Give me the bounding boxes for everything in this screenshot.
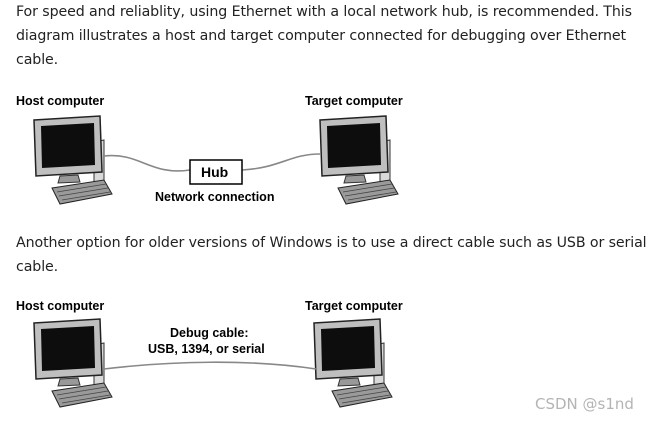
debug-cable-label-line1: Debug cable: bbox=[170, 326, 249, 340]
host-computer-label: Host computer bbox=[16, 94, 105, 108]
target-computer-icon-2 bbox=[313, 318, 393, 408]
target-computer-label-2: Target computer bbox=[305, 299, 403, 313]
debug-cable bbox=[103, 361, 317, 370]
hub-to-target-cable bbox=[241, 153, 321, 171]
target-computer-label: Target computer bbox=[305, 94, 403, 108]
direct-cable-diagram bbox=[33, 318, 393, 408]
intro-paragraph: For speed and reliablity, using Ethernet… bbox=[16, 4, 632, 68]
hub-label: Hub bbox=[201, 164, 229, 180]
network-connection-label: Network connection bbox=[155, 190, 275, 204]
host-computer-icon-2 bbox=[33, 318, 113, 408]
host-to-hub-cable bbox=[103, 154, 191, 172]
host-computer-label-2: Host computer bbox=[16, 299, 105, 313]
csdn-watermark: CSDN @s1nd bbox=[535, 395, 634, 413]
host-computer-icon bbox=[33, 115, 113, 205]
hub-box bbox=[189, 159, 243, 185]
direct-cable-paragraph: Another option for older versions of Win… bbox=[16, 235, 647, 275]
ethernet-diagram bbox=[33, 115, 399, 205]
target-computer-icon bbox=[319, 115, 399, 205]
debug-cable-label-line2: USB, 1394, or serial bbox=[148, 342, 265, 356]
